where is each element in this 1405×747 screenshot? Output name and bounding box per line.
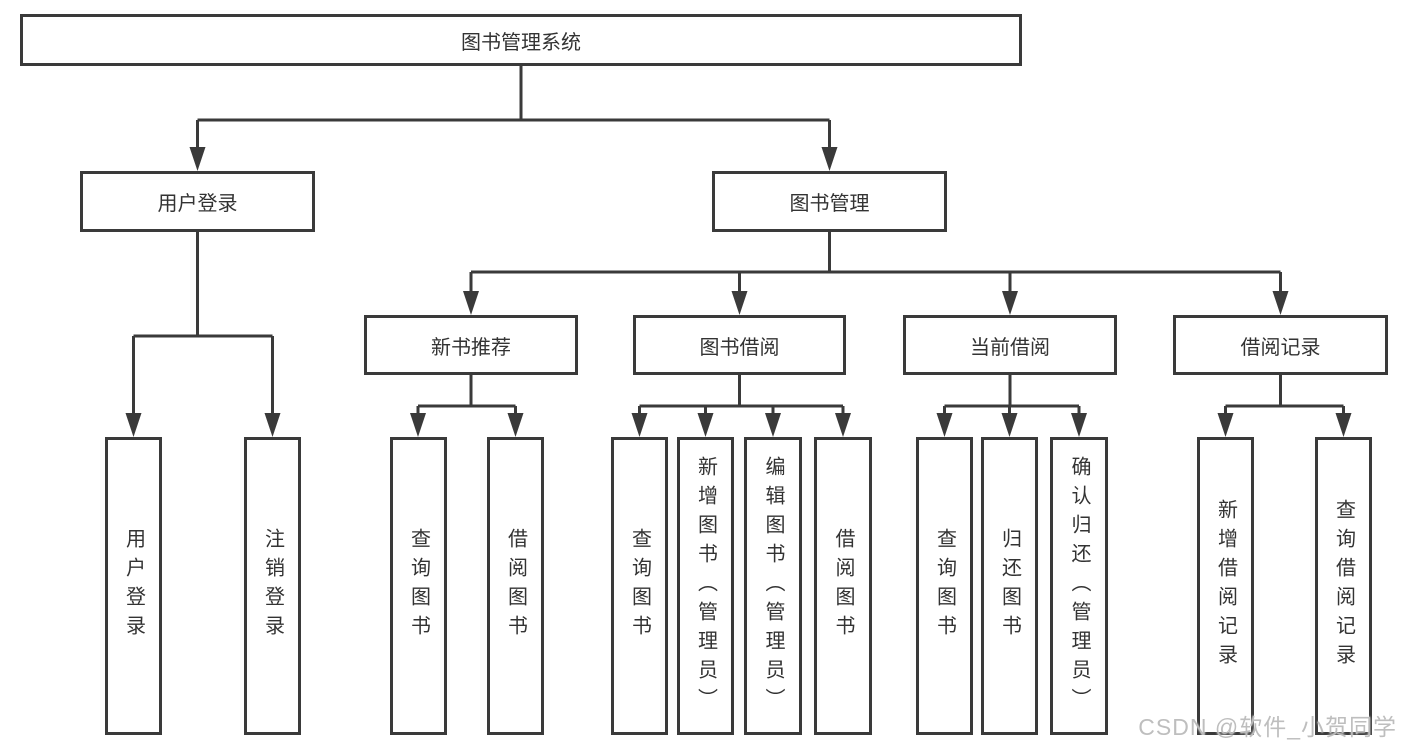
leaf-confirm-return-admin: 确认归还（管理员）	[1050, 437, 1108, 735]
leaf-user-login: 用户登录	[105, 437, 162, 735]
connector-current-to-leaves	[936, 375, 1087, 437]
node-book-borrowing: 图书借阅	[633, 315, 846, 375]
connector-bookmgmt-to-level3	[463, 232, 1289, 315]
leaf-edit-books-admin: 编辑图书（管理员）	[744, 437, 802, 735]
node-user-login: 用户登录	[80, 171, 315, 232]
node-root-system: 图书管理系统	[20, 14, 1022, 66]
leaf-add-borrow-record: 新增借阅记录	[1197, 437, 1254, 735]
node-new-book-recommend: 新书推荐	[364, 315, 578, 375]
connector-userlogin-to-leaves	[125, 232, 281, 437]
leaf-query-books-1: 查询图书	[390, 437, 447, 735]
leaf-query-books-2: 查询图书	[611, 437, 668, 735]
leaf-query-books-3: 查询图书	[916, 437, 973, 735]
connector-newbooks-to-leaves	[410, 375, 524, 437]
connector-records-to-leaves	[1217, 375, 1352, 437]
leaf-borrow-books-1: 借阅图书	[487, 437, 544, 735]
csdn-watermark: CSDN @软件_小贺同学	[1138, 714, 1397, 740]
node-borrowing-records: 借阅记录	[1173, 315, 1388, 375]
leaf-return-books: 归还图书	[981, 437, 1038, 735]
leaf-query-borrow-record: 查询借阅记录	[1315, 437, 1372, 735]
node-book-management: 图书管理	[712, 171, 947, 232]
leaf-borrow-books-2: 借阅图书	[814, 437, 872, 735]
connector-borrowing-to-leaves	[631, 375, 851, 437]
leaf-add-books-admin: 新增图书（管理员）	[677, 437, 734, 735]
node-current-borrowing: 当前借阅	[903, 315, 1117, 375]
connector-root-to-level2	[189, 66, 838, 171]
leaf-logout: 注销登录	[244, 437, 301, 735]
